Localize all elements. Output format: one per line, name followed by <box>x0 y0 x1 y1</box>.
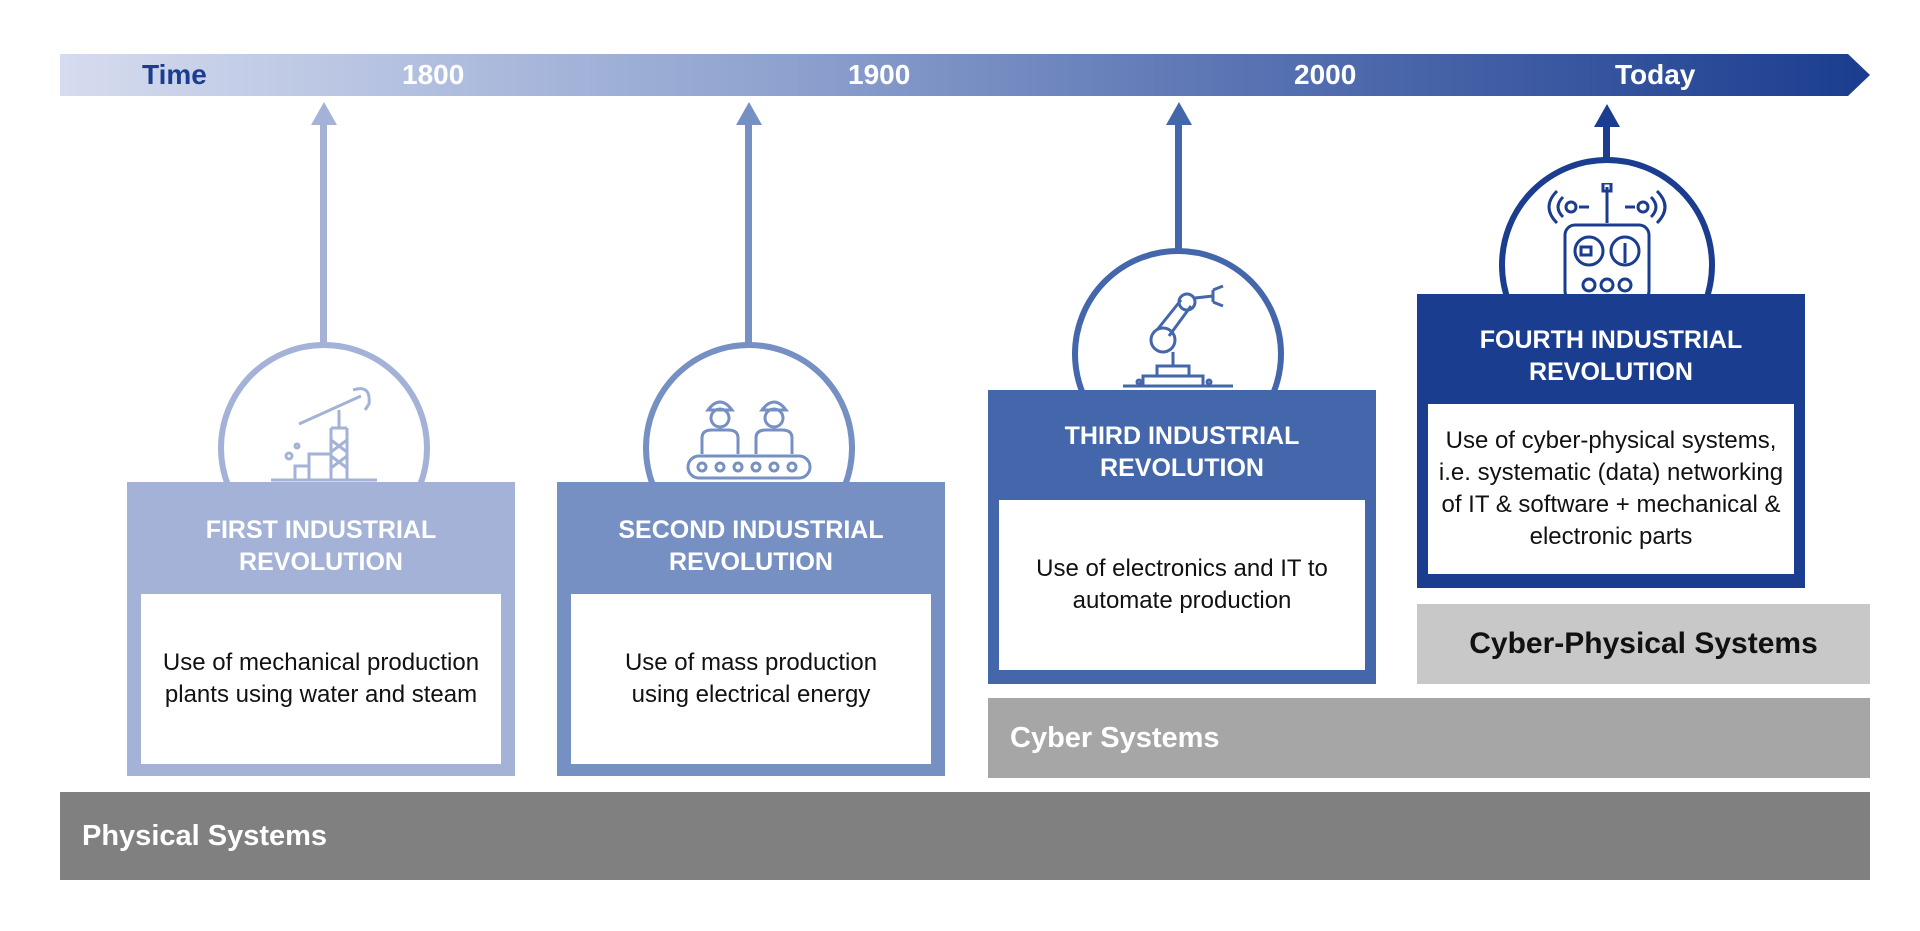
robotic-arm-icon <box>1123 284 1233 388</box>
fourth-revolution-panel: FOURTH INDUSTRIAL REVOLUTION Use of cybe… <box>1417 294 1805 588</box>
cyber-systems-label: Cyber Systems <box>1010 721 1220 754</box>
physical-systems-label: Physical Systems <box>82 819 328 852</box>
timeline-label-today: Today <box>1615 59 1696 90</box>
workers-conveyor-icon <box>686 400 812 480</box>
fourth-revolution-description: Use of cyber-physical systems, i.e. syst… <box>1428 404 1794 574</box>
remote-control-icon <box>1547 183 1667 303</box>
fourth-revolution-title: FOURTH INDUSTRIAL REVOLUTION <box>1479 326 1743 386</box>
physical-systems-bar: Physical Systems <box>60 792 1870 880</box>
third-revolution-panel: THIRD INDUSTRIAL REVOLUTION Use of elect… <box>988 390 1376 684</box>
third-revolution-title: THIRD INDUSTRIAL REVOLUTION <box>1064 422 1300 482</box>
oil-pump-icon <box>271 387 377 482</box>
first-revolution-panel: FIRST INDUSTRIAL REVOLUTION Use of mecha… <box>127 482 515 776</box>
second-revolution-description: Use of mass production using electrical … <box>571 594 931 764</box>
third-revolution-description: Use of electronics and IT to automate pr… <box>999 500 1365 670</box>
timeline-label-1900: 1900 <box>848 59 911 90</box>
timeline-label-2000: 2000 <box>1294 59 1357 90</box>
timeline-label-time: Time <box>142 59 207 90</box>
cyber-physical-systems-bar: Cyber-Physical Systems <box>1417 604 1870 684</box>
first-revolution-title: FIRST INDUSTRIAL REVOLUTION <box>205 516 437 576</box>
timeline-bar: Time 1800 1900 2000 Today <box>60 54 1870 96</box>
timeline-label-1800: 1800 <box>402 59 465 90</box>
second-revolution-panel: SECOND INDUSTRIAL REVOLUTION Use of mass… <box>557 482 945 776</box>
cyber-physical-systems-label: Cyber-Physical Systems <box>1469 627 1818 660</box>
first-revolution-description: Use of mechanical production plants usin… <box>141 594 501 764</box>
second-revolution-title: SECOND INDUSTRIAL REVOLUTION <box>618 516 884 576</box>
cyber-systems-bar: Cyber Systems <box>988 698 1870 778</box>
